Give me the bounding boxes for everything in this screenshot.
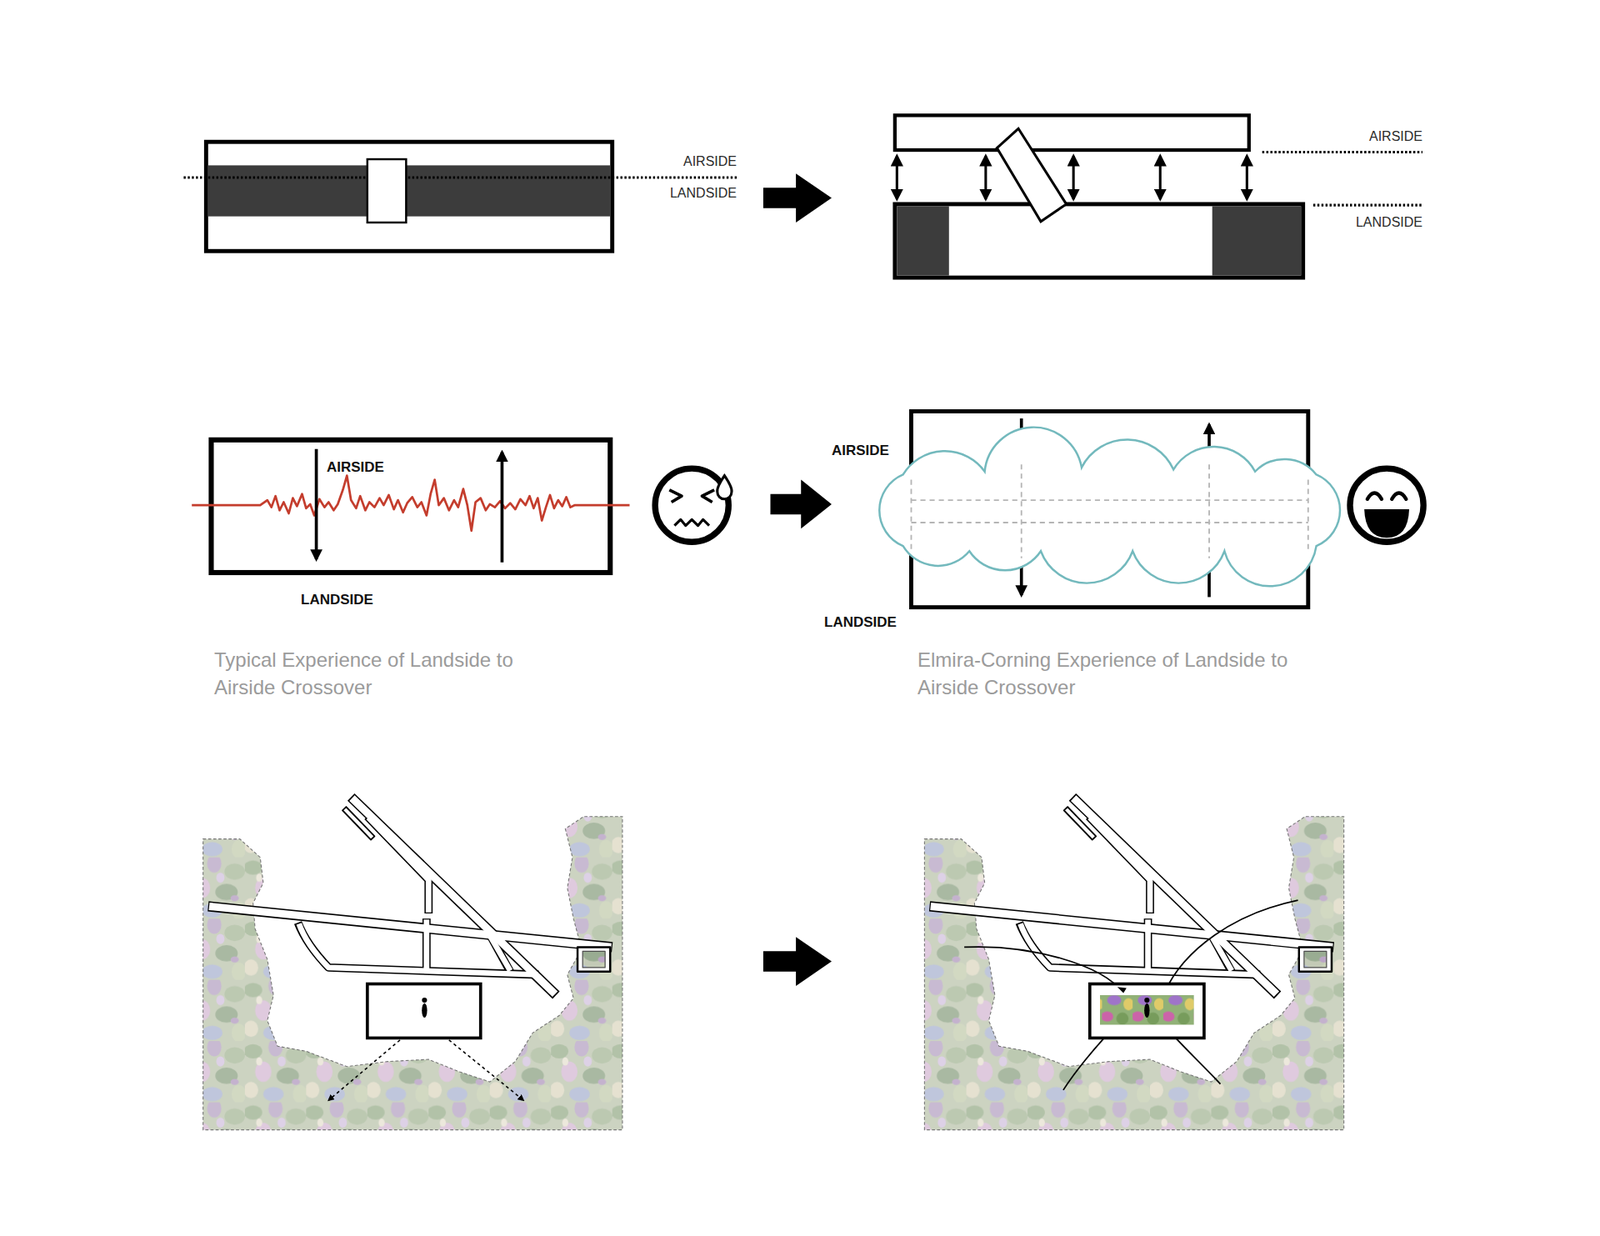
zone-label: LANDSIDE (1355, 214, 1423, 230)
caption-text: Elmira-Corning Experience of Landside to… (917, 645, 1335, 701)
zone-label: LANDSIDE (824, 614, 897, 631)
zone-label: AIRSIDE (1369, 128, 1423, 145)
zone-label: AIRSIDE (683, 153, 737, 170)
zone-label: AIRSIDE (831, 442, 890, 460)
zone-label: LANDSIDE (670, 185, 737, 201)
caption-text: Typical Experience of Landside to Airsid… (214, 645, 556, 701)
zone-label: LANDSIDE (300, 591, 374, 609)
zone-label: AIRSIDE (326, 459, 385, 476)
